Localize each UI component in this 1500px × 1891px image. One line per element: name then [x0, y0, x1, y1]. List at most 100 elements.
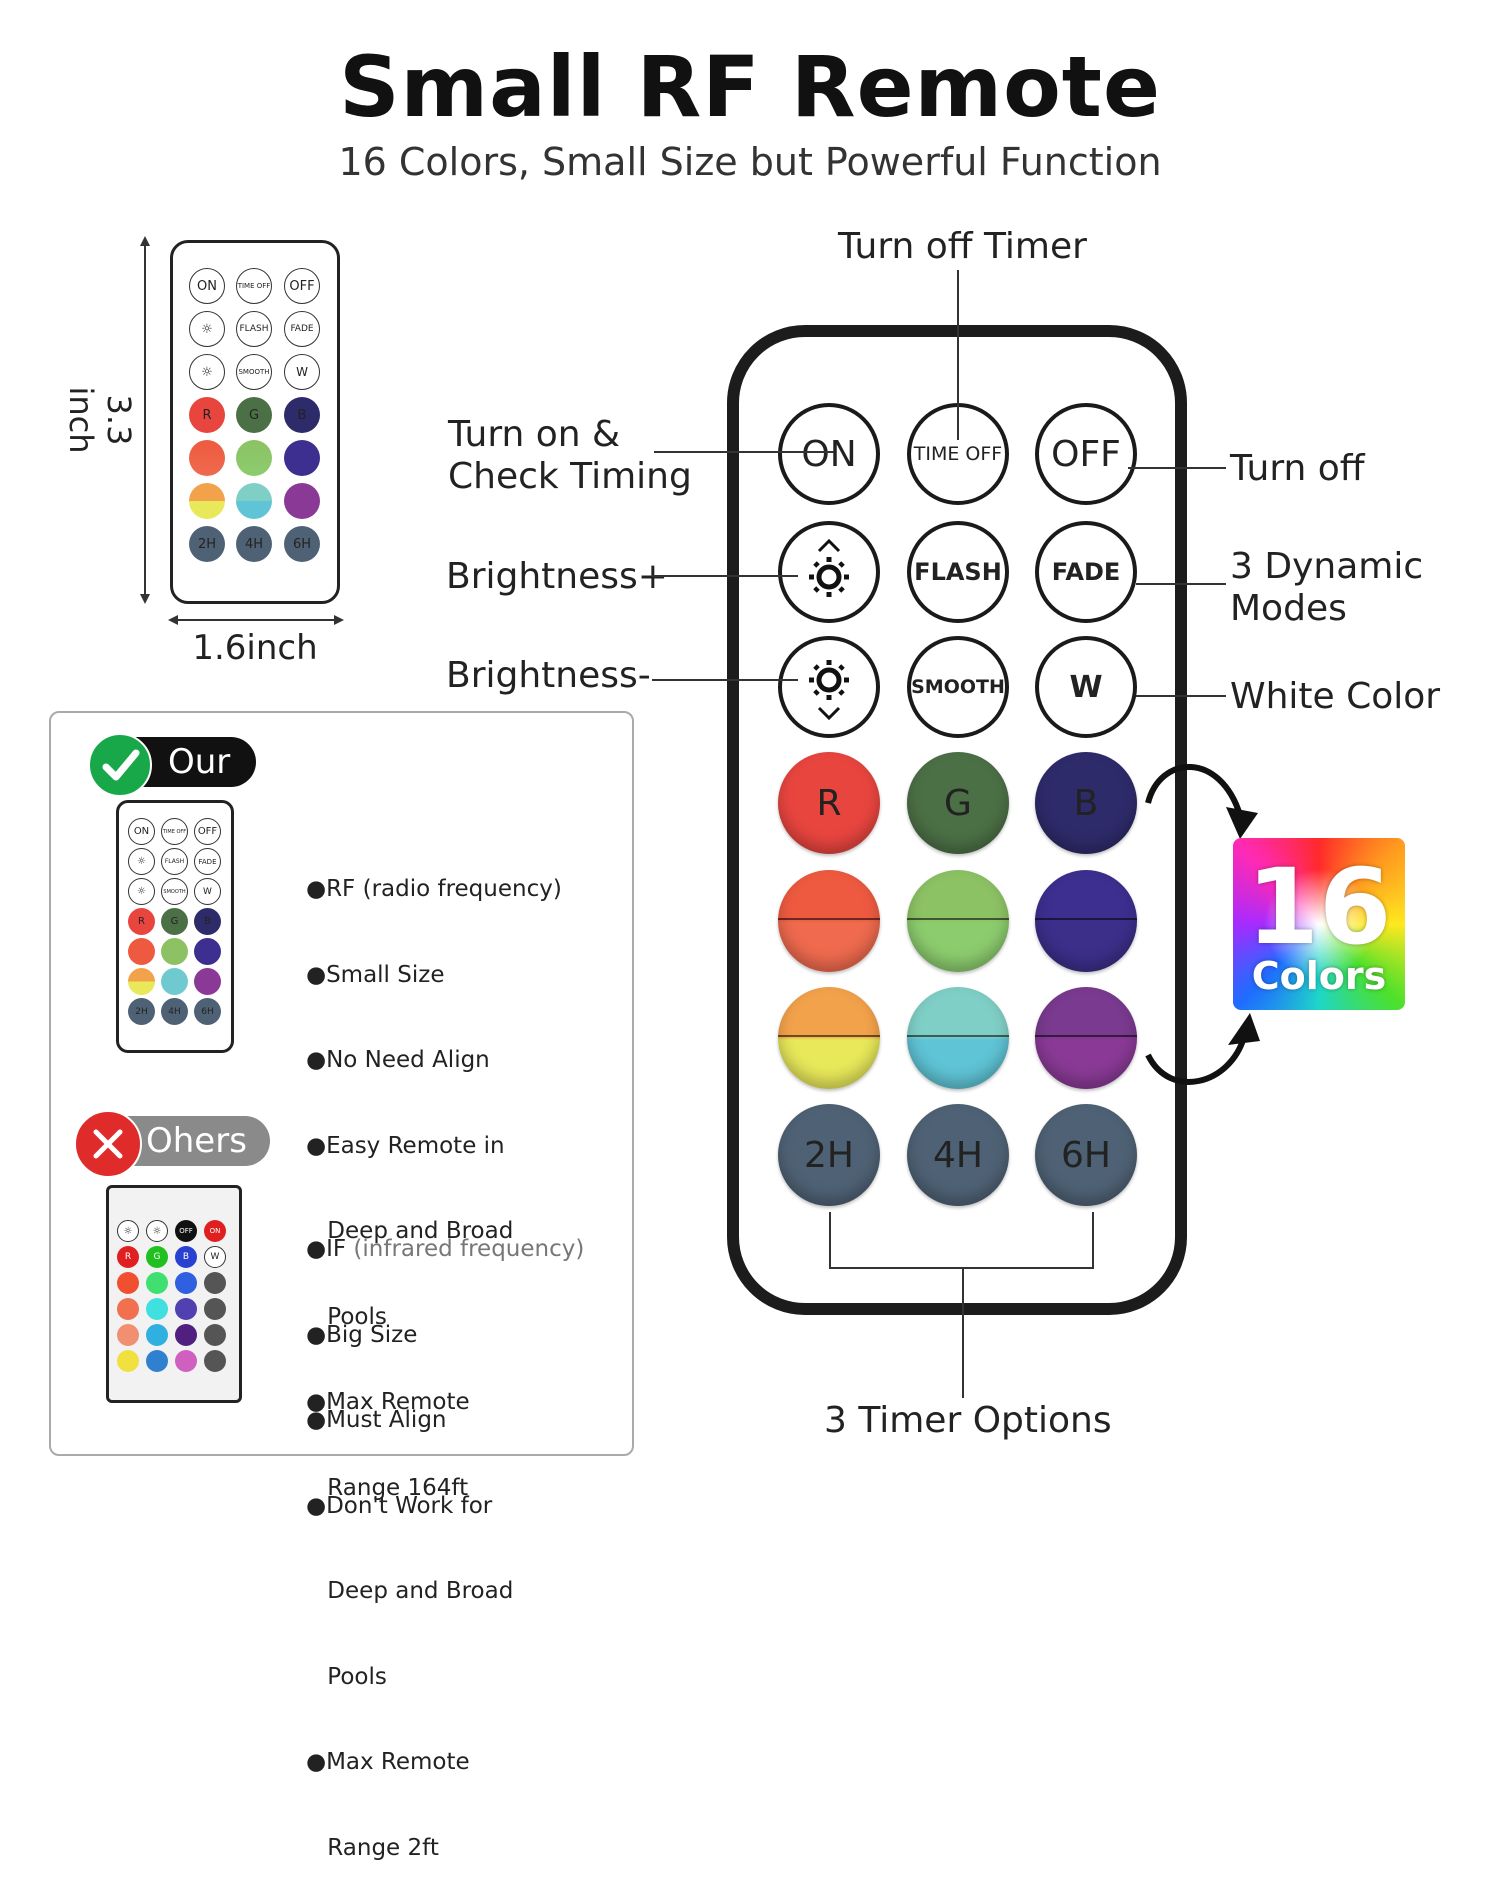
mini-4h-button: 4H	[161, 998, 188, 1025]
mini-flash-button: FLASH	[161, 848, 188, 875]
mini-color-button	[128, 938, 155, 965]
callout-timer-options: 3 Timer Options	[824, 1400, 1112, 1441]
smooth-button[interactable]: SMOOTH	[907, 636, 1009, 738]
ir-color-button	[146, 1324, 168, 1346]
ir-mode-button	[204, 1350, 226, 1372]
timer-2h-button[interactable]: 2H	[778, 1104, 880, 1206]
ir-color-button	[117, 1298, 139, 1320]
feature-item: Range 2ft	[320, 1834, 439, 1861]
feature-item: ●Big Size	[306, 1321, 418, 1348]
mini-w-button: W	[194, 878, 221, 905]
ir-on-button: ON	[204, 1220, 226, 1242]
color-button-indigo[interactable]	[1035, 870, 1137, 972]
callout-white-color: White Color	[1230, 676, 1441, 717]
feature-item: ●Small Size	[306, 961, 445, 988]
height-label: 3.3 inch	[62, 386, 138, 454]
mini-color-button	[284, 440, 320, 476]
feature-item: ●IF (infrared frequency)	[306, 1236, 585, 1262]
white-button[interactable]: W	[1035, 636, 1137, 738]
page-title: Small RF Remote	[339, 38, 1161, 136]
ir-color-button	[175, 1298, 197, 1320]
page-subtitle: 16 Colors, Small Size but Powerful Funct…	[338, 140, 1162, 184]
leader-line	[652, 679, 798, 681]
mini-off-button: OFF	[284, 268, 320, 304]
timer-4h-button[interactable]: 4H	[907, 1104, 1009, 1206]
feature-item: ●No Need Align	[306, 1047, 490, 1073]
flash-button[interactable]: FLASH	[907, 521, 1009, 623]
our-feature-list: ●RF (radio frequency) ●Small Size ●No Ne…	[306, 818, 562, 1531]
feature-item: Pools	[320, 1303, 387, 1330]
ir-w-button: W	[204, 1246, 226, 1268]
mini-smooth-button: SMOOTH	[236, 354, 272, 390]
mini-timeoff-button: TIME OFF	[161, 818, 188, 845]
mini-r-button: R	[189, 397, 225, 433]
leader-line	[652, 575, 798, 577]
color-button-cyan[interactable]	[907, 987, 1009, 1089]
feature-item: Pools	[320, 1663, 387, 1690]
mini-bright-down-button: ☼	[128, 878, 155, 905]
mini-w-button: W	[284, 354, 320, 390]
feature-item: ●Don't Work for	[306, 1492, 493, 1519]
mini-b-button: B	[284, 397, 320, 433]
ir-off-button: OFF	[175, 1220, 197, 1242]
mini-color-button	[128, 968, 155, 995]
callout-brightness-plus: Brightness+	[446, 556, 668, 597]
brightness-up-button[interactable]	[778, 521, 880, 623]
mini-bright-up-button: ☼	[128, 848, 155, 875]
leader-line	[957, 270, 959, 440]
mini-on-button: ON	[189, 268, 225, 304]
color-button-light-green[interactable]	[907, 870, 1009, 972]
mini-bright-down-button: ☼	[189, 354, 225, 390]
sixteen-colors-badge: 16 Colors	[1233, 838, 1405, 1010]
feature-item: ●Max Remote	[306, 1389, 470, 1415]
fade-button[interactable]: FADE	[1035, 521, 1137, 623]
timer-bracket	[829, 1212, 1094, 1398]
timer-6h-button[interactable]: 6H	[1035, 1104, 1137, 1206]
mini-r-button: R	[128, 908, 155, 935]
feature-item: Range 164ft	[320, 1474, 469, 1501]
ir-mode-button	[204, 1298, 226, 1320]
green-button[interactable]: G	[907, 752, 1009, 854]
blue-button[interactable]: B	[1035, 752, 1137, 854]
off-button[interactable]: OFF	[1035, 403, 1137, 505]
ir-color-button	[146, 1298, 168, 1320]
feature-item: ●Max Remote	[306, 1749, 470, 1775]
mini-off-button: OFF	[194, 818, 221, 845]
mini-flash-button: FLASH	[236, 311, 272, 347]
mini-color-button	[194, 968, 221, 995]
badge-word: Colors	[1251, 954, 1387, 998]
color-button-orange-yellow[interactable]	[778, 987, 880, 1089]
mini-timeoff-button: TIME OFF	[236, 268, 272, 304]
color-button-orange-red[interactable]	[778, 870, 880, 972]
cross-icon	[74, 1110, 142, 1178]
feature-item: ●RF (radio frequency)	[306, 876, 562, 902]
ir-color-button	[117, 1324, 139, 1346]
callout-turn-off-timer: Turn off Timer	[838, 226, 1087, 267]
mini-color-button	[194, 938, 221, 965]
brightness-up-icon	[809, 538, 849, 597]
callout-turn-off: Turn off	[1230, 448, 1365, 489]
ir-color-button	[146, 1272, 168, 1294]
mini-color-button	[189, 440, 225, 476]
mini-g-button: G	[236, 397, 272, 433]
ir-color-button	[175, 1350, 197, 1372]
mini-b-button: B	[194, 908, 221, 935]
red-button[interactable]: R	[778, 752, 880, 854]
ir-r-button: R	[117, 1246, 139, 1268]
ir-color-button	[175, 1324, 197, 1346]
leader-line	[1128, 467, 1226, 469]
ir-color-button	[117, 1272, 139, 1294]
mini-color-button	[236, 440, 272, 476]
ir-g-button: G	[146, 1246, 168, 1268]
leader-line	[1136, 695, 1226, 697]
callout-brightness-minus: Brightness-	[446, 655, 651, 696]
others-feature-list: ●IF (infrared frequency) ●Big Size ●Must…	[306, 1178, 584, 1891]
color-button-purple[interactable]	[1035, 987, 1137, 1089]
feature-item: Deep and Broad	[320, 1218, 514, 1244]
on-button[interactable]: ON	[778, 403, 880, 505]
brightness-down-button[interactable]	[778, 636, 880, 738]
ir-mode-button	[204, 1324, 226, 1346]
mini-4h-button: 4H	[236, 526, 272, 562]
mini-g-button: G	[161, 908, 188, 935]
check-icon	[88, 733, 152, 797]
